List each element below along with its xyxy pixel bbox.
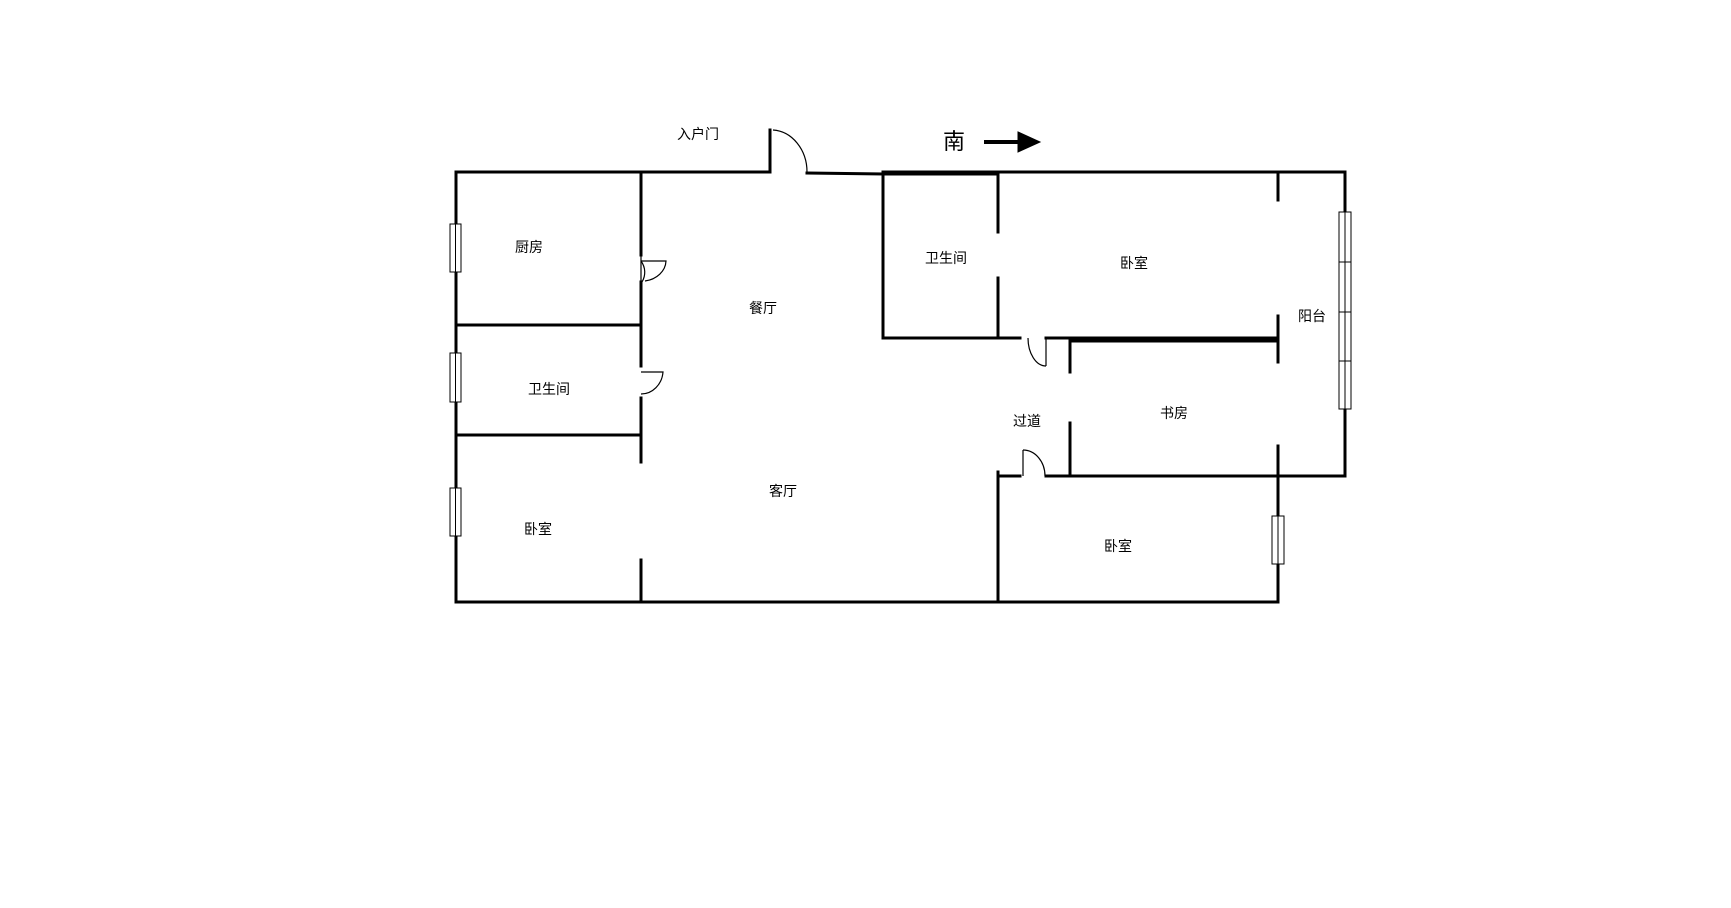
compass — [984, 131, 1042, 153]
label-compass-direction: 南 — [943, 130, 965, 155]
window-bathroom-west — [449, 352, 462, 403]
window-bedroom-se — [1271, 515, 1285, 565]
label-kitchen: 厨房 — [515, 240, 543, 256]
label-dining-room: 餐厅 — [749, 301, 777, 317]
label-study: 书房 — [1160, 406, 1188, 422]
door-bathroom-west — [640, 371, 664, 395]
label-bathroom-center: 卫生间 — [925, 251, 967, 267]
wall-outer-north-mid — [805, 171, 885, 176]
door-kitchen — [640, 255, 667, 283]
label-bedroom-west: 卧室 — [524, 521, 552, 538]
arrow-right-icon — [984, 131, 1042, 153]
window-kitchen — [449, 223, 462, 273]
walls — [454, 128, 1347, 604]
label-bathroom-west: 卫生间 — [528, 382, 570, 398]
label-bedroom-north-east: 卧室 — [1120, 255, 1148, 272]
label-entrance-door: 入户门 — [677, 126, 719, 143]
label-bedroom-south-east: 卧室 — [1104, 538, 1132, 555]
labels: 入户门 南 厨房 卫生间 卧室 餐厅 客厅 卫生间 卧室 过道 书房 卧室 阳台 — [515, 126, 1326, 555]
door-entrance — [772, 129, 808, 173]
door-bedroom-se — [1022, 449, 1046, 477]
window-bedroom-west — [449, 487, 462, 537]
label-balcony: 阳台 — [1298, 309, 1326, 325]
door-bathroom-center — [1027, 337, 1047, 367]
label-living-room: 客厅 — [769, 483, 797, 500]
window-balcony — [1338, 211, 1352, 410]
label-hallway: 过道 — [1013, 414, 1041, 430]
windows — [449, 211, 1352, 565]
doors — [640, 129, 1047, 477]
